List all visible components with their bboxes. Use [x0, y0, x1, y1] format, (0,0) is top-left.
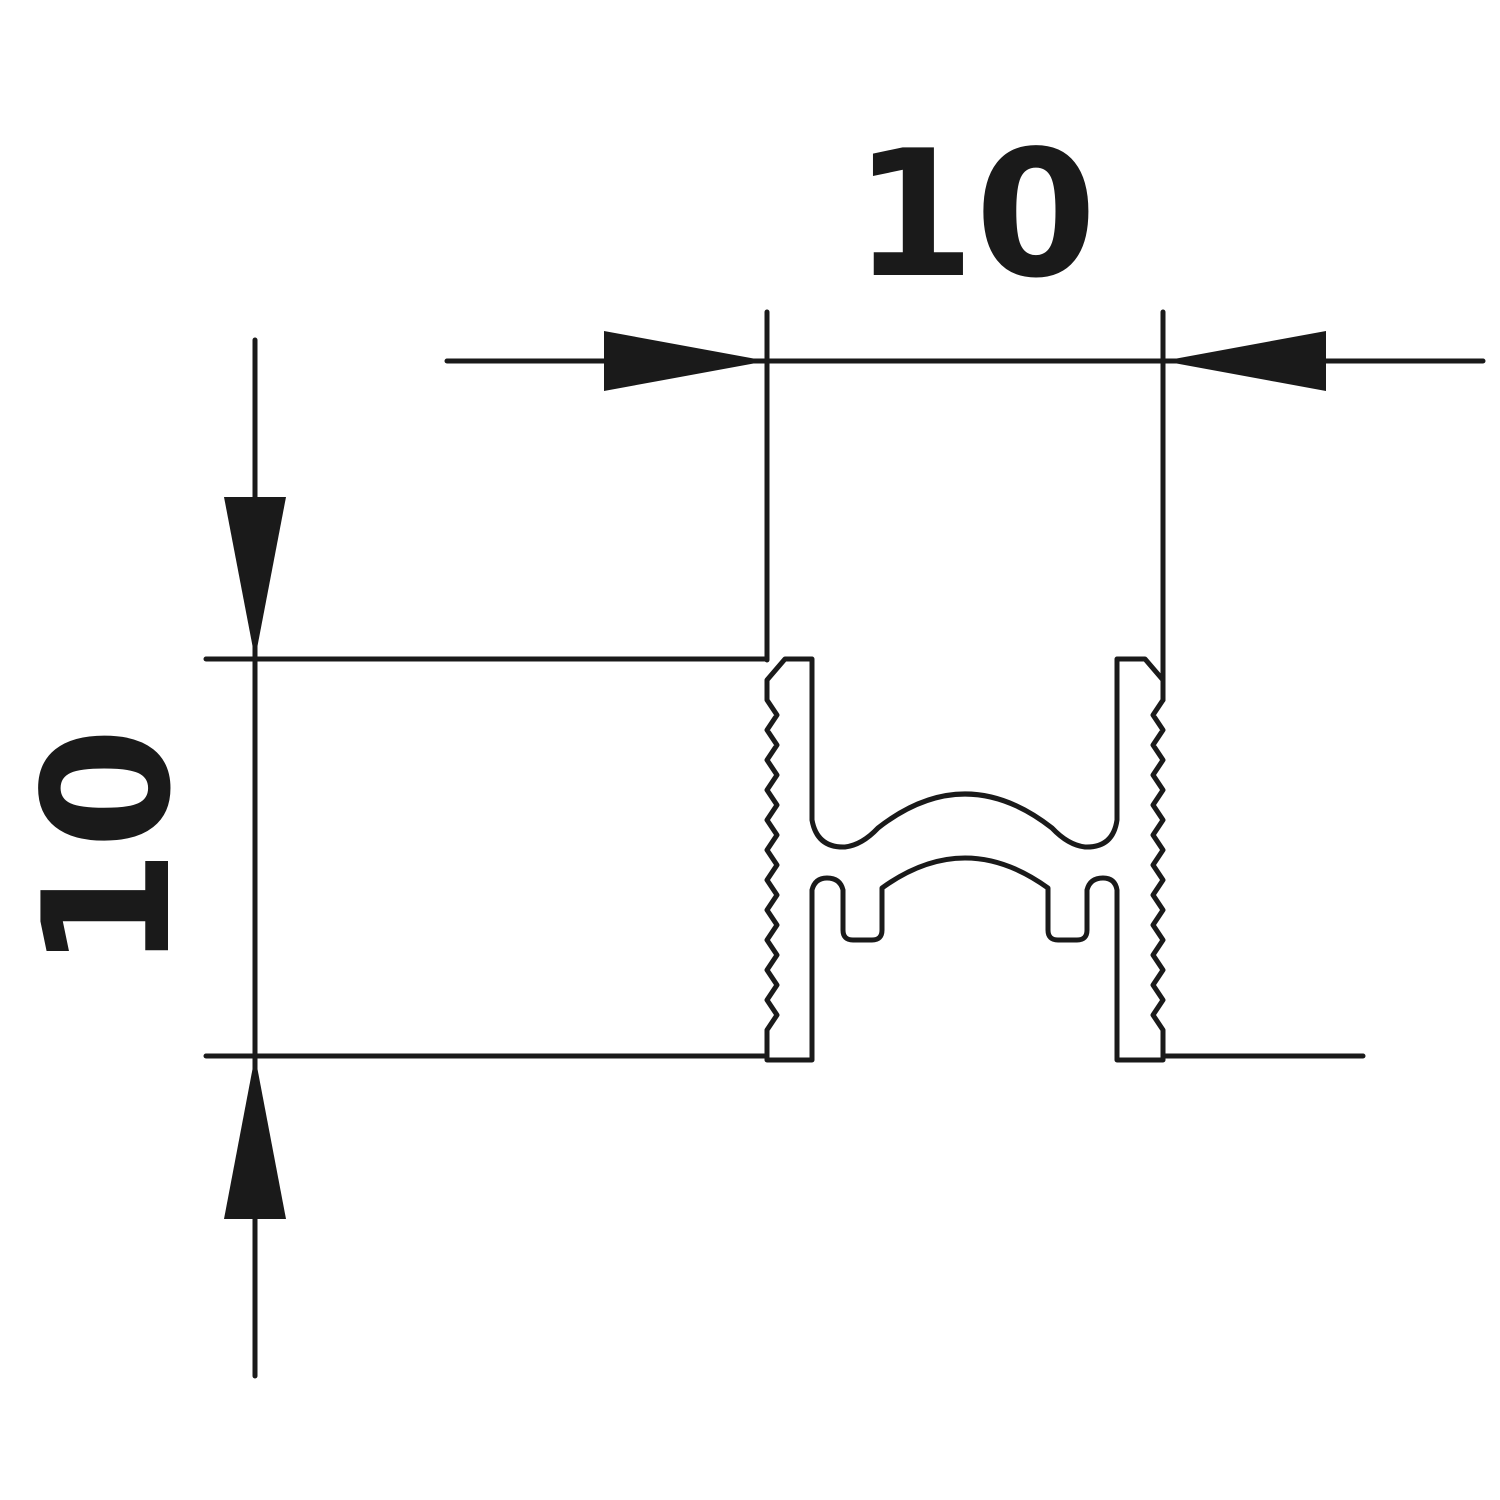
profile-outer-contour: [764, 656, 1166, 1063]
width-dimension-label: 10: [853, 114, 1097, 317]
width-dimension: 10: [444, 114, 1486, 703]
height-arrowhead-bottom: [224, 1056, 286, 1219]
height-dimension-label: 10: [7, 727, 210, 971]
width-arrowhead-right: [1163, 331, 1326, 391]
height-dimension: 10: [7, 337, 1366, 1379]
height-arrowhead-top: [224, 497, 286, 659]
width-arrowhead-left: [604, 331, 767, 391]
profile-cross-section: [764, 656, 1166, 1063]
